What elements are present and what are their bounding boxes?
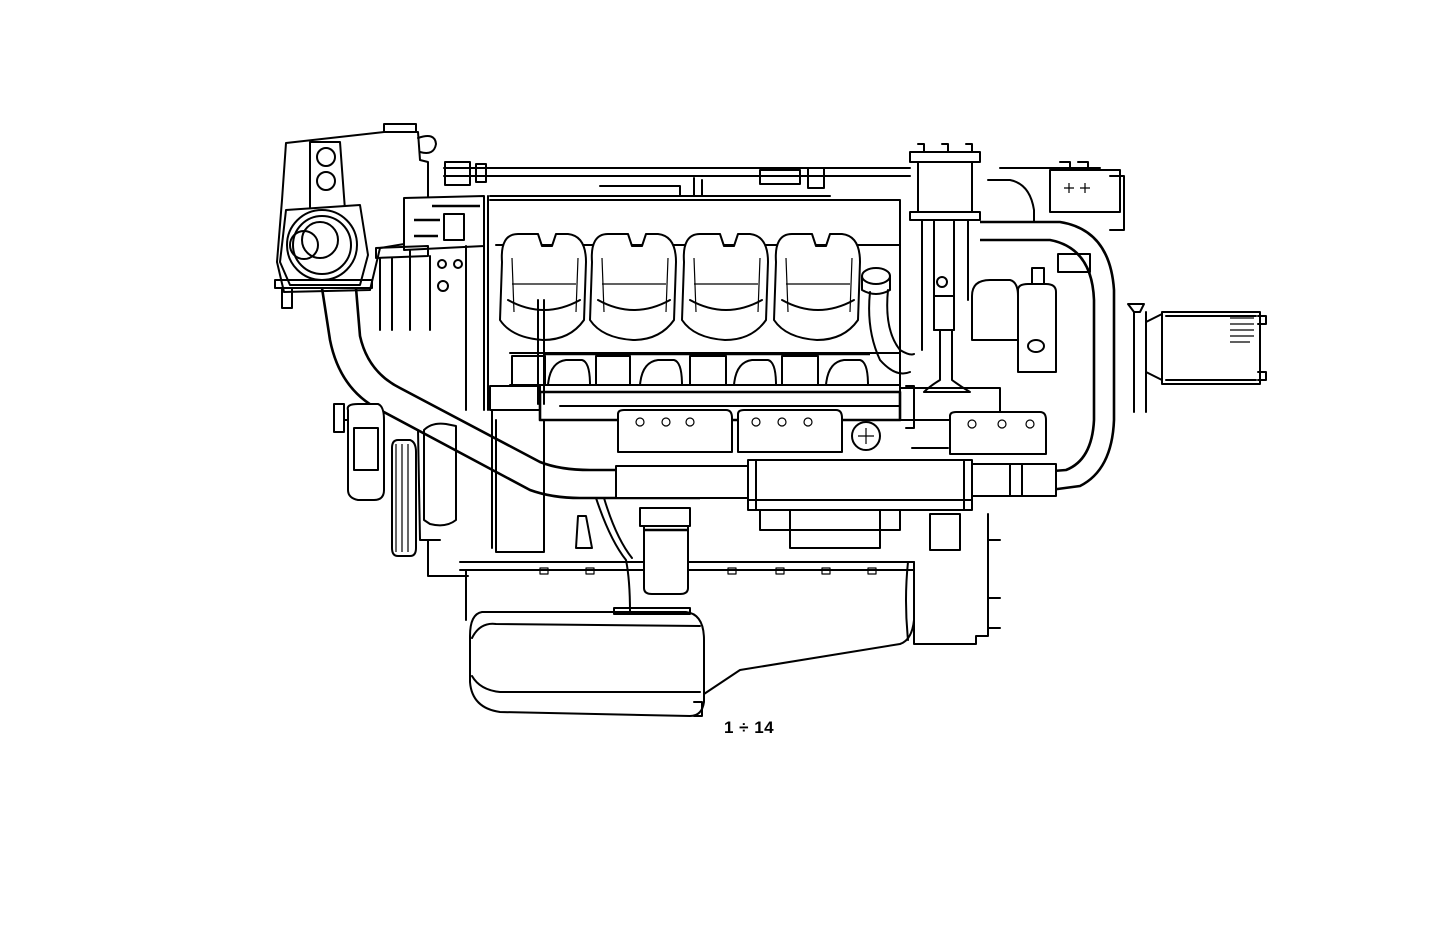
thermostat-tower: [910, 144, 980, 392]
pulley: [334, 404, 456, 556]
front-housing: [275, 124, 436, 308]
exhaust-manifold: [618, 410, 1046, 454]
port-row: [512, 356, 868, 385]
oil-pan: [470, 608, 914, 716]
valve-cover-2: [590, 234, 676, 340]
valve-cover-4: [774, 234, 860, 340]
top-fuel-lines: [444, 162, 910, 196]
valve-cover-1: [500, 234, 586, 340]
fuel-filter: [972, 254, 1090, 372]
valve-covers: [500, 234, 860, 404]
oil-filter: [596, 498, 690, 612]
exhaust-pipe: [616, 460, 1056, 550]
turbo-pipe: [980, 162, 1124, 490]
left-bracket: [376, 196, 488, 410]
air-filter-housing: [1128, 304, 1266, 412]
diagram-label: 1 ÷ 14: [724, 718, 775, 737]
oil-filler-cap: [862, 268, 914, 374]
valve-cover-3: [682, 234, 768, 340]
